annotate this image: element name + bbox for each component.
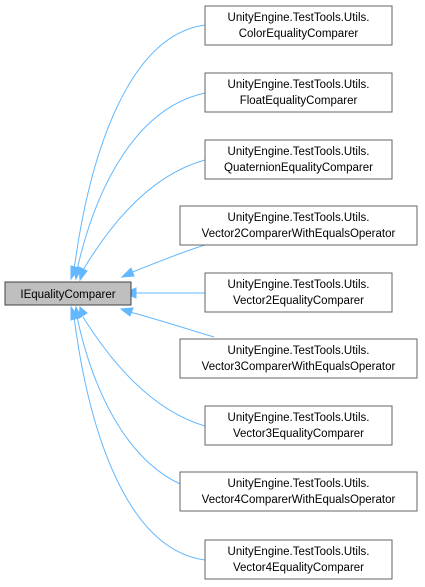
derived-node-float[interactable]: UnityEngine.TestTools.Utils. FloatEquali… bbox=[204, 72, 393, 113]
derived-node-line2: Vector2EqualityComparer bbox=[233, 295, 364, 307]
edge-color-comparer bbox=[73, 24, 206, 271]
derived-node-line1: UnityEngine.TestTools.Utils. bbox=[228, 212, 370, 224]
arrowhead-top-4 bbox=[120, 267, 135, 278]
derived-node-vector4-operator[interactable]: UnityEngine.TestTools.Utils. Vector4Comp… bbox=[179, 471, 418, 512]
derived-node-vector2[interactable]: UnityEngine.TestTools.Utils. Vector2Equa… bbox=[204, 272, 393, 313]
derived-node-quaternion[interactable]: UnityEngine.TestTools.Utils. QuaternionE… bbox=[204, 139, 393, 180]
arrowhead-bottom-3 bbox=[78, 305, 88, 319]
derived-node-line2: FloatEqualityComparer bbox=[240, 95, 358, 107]
edge-quaternion-comparer bbox=[82, 159, 206, 271]
derived-node-vector4[interactable]: UnityEngine.TestTools.Utils. Vector4Equa… bbox=[204, 539, 393, 580]
derived-node-line1: UnityEngine.TestTools.Utils. bbox=[228, 279, 370, 291]
derived-node-line2: QuaternionEqualityComparer bbox=[224, 162, 373, 174]
inheritance-edges bbox=[73, 24, 215, 561]
arrowheads bbox=[70, 265, 137, 321]
derived-node-vector3-operator[interactable]: UnityEngine.TestTools.Utils. Vector3Comp… bbox=[179, 338, 418, 379]
arrowhead-bottom-4 bbox=[119, 307, 134, 317]
arrowhead-top-3 bbox=[78, 266, 88, 282]
derived-node-line2: Vector3ComparerWithEqualsOperator bbox=[202, 361, 396, 373]
derived-node-line2: Vector4ComparerWithEqualsOperator bbox=[202, 494, 396, 506]
derived-node-line1: UnityEngine.TestTools.Utils. bbox=[228, 546, 370, 558]
derived-node-line1: UnityEngine.TestTools.Utils. bbox=[228, 412, 370, 424]
derived-node-vector2-operator[interactable]: UnityEngine.TestTools.Utils. Vector2Comp… bbox=[179, 205, 418, 246]
edge-vector3-comparer bbox=[82, 316, 206, 427]
derived-node-line1: UnityEngine.TestTools.Utils. bbox=[228, 12, 370, 24]
arrowhead-bottom-1 bbox=[70, 305, 80, 321]
derived-node-line1: UnityEngine.TestTools.Utils. bbox=[228, 345, 370, 357]
derived-node-line2: ColorEqualityComparer bbox=[239, 28, 359, 40]
edge-vector3-operator-comparer bbox=[129, 311, 215, 338]
derived-node-line1: UnityEngine.TestTools.Utils. bbox=[228, 478, 370, 490]
derived-node-line2: Vector2ComparerWithEqualsOperator bbox=[202, 228, 396, 240]
edge-float-comparer bbox=[76, 92, 206, 271]
edge-vector4-comparer bbox=[73, 316, 206, 561]
derived-node-line2: Vector4EqualityComparer bbox=[233, 562, 364, 574]
base-class-label: IEqualityComparer bbox=[20, 289, 115, 301]
derived-node-vector3[interactable]: UnityEngine.TestTools.Utils. Vector3Equa… bbox=[204, 405, 393, 446]
derived-node-line1: UnityEngine.TestTools.Utils. bbox=[228, 146, 370, 158]
base-class-node[interactable]: IEqualityComparer bbox=[4, 281, 132, 306]
derived-node-color[interactable]: UnityEngine.TestTools.Utils. ColorEquali… bbox=[204, 5, 393, 46]
derived-node-line1: UnityEngine.TestTools.Utils. bbox=[228, 79, 370, 91]
derived-node-line2: Vector3EqualityComparer bbox=[233, 428, 364, 440]
edge-vector2-operator-comparer bbox=[129, 244, 206, 274]
